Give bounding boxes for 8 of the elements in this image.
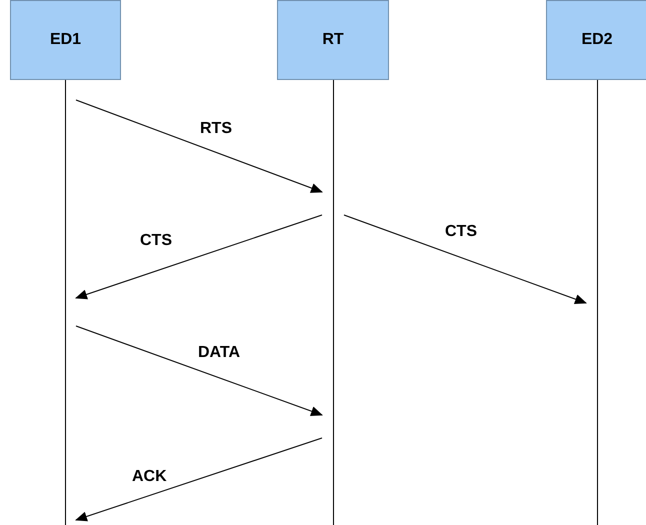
message-arrow — [75, 214, 322, 300]
message-arrow — [76, 100, 323, 193]
participant-box: ED2 — [546, 0, 646, 80]
participant-box: RT — [277, 0, 389, 80]
message-arrow — [76, 326, 323, 416]
message-arrow — [344, 214, 587, 304]
message-arrow — [75, 438, 322, 522]
participant-box: ED1 — [10, 0, 121, 80]
